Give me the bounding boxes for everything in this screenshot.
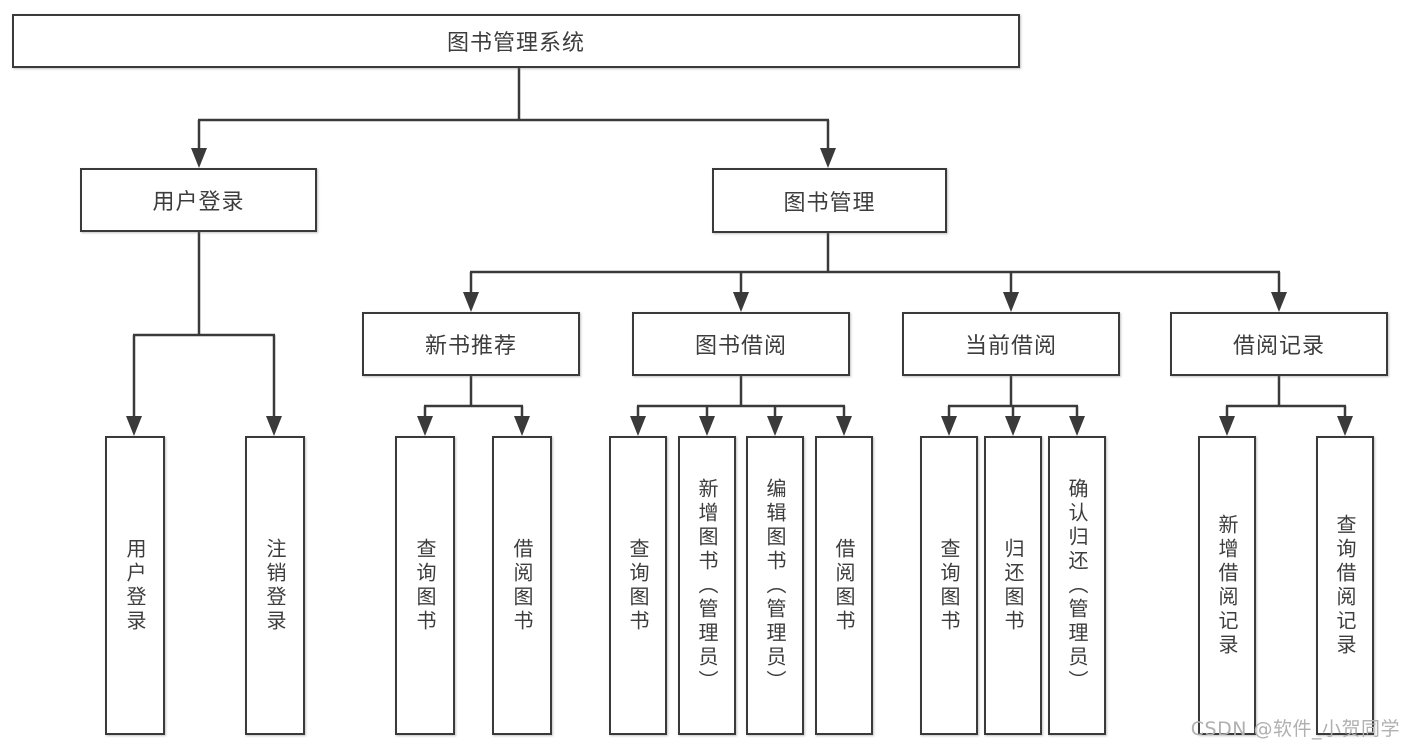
- node-new-book-recommend: 新书推荐: [362, 312, 580, 376]
- leaf-current-query-books: 查询图书: [920, 436, 978, 735]
- leaf-edit-books-admin: 编辑图书（管理员）: [746, 436, 804, 735]
- leaf-query-borrow-record: 查询借阅记录: [1316, 436, 1374, 735]
- arrowheads: [126, 148, 1353, 436]
- node-borrow-records: 借阅记录: [1170, 312, 1388, 376]
- leaf-borrow-books: 借阅图书: [815, 436, 873, 735]
- leaf-logout: 注销登录: [245, 436, 305, 735]
- leaf-confirm-return-admin: 确认归还（管理员）: [1048, 436, 1106, 735]
- leaf-recommend-query-books: 查询图书: [395, 436, 455, 735]
- leaf-user-login: 用户登录: [105, 436, 165, 735]
- node-root-library-system: 图书管理系统: [12, 14, 1020, 68]
- node-book-management: 图书管理: [712, 168, 947, 233]
- watermark: CSDN @软件_小贺同学: [1190, 718, 1400, 740]
- leaf-borrow-query-books: 查询图书: [609, 436, 667, 735]
- node-current-borrow: 当前借阅: [902, 312, 1120, 376]
- leaf-recommend-borrow-books: 借阅图书: [492, 436, 552, 735]
- leaf-add-books-admin: 新增图书（管理员）: [678, 436, 736, 735]
- leaf-add-borrow-record: 新增借阅记录: [1198, 436, 1256, 735]
- node-user-login: 用户登录: [80, 168, 317, 232]
- leaf-return-books: 归还图书: [984, 436, 1042, 735]
- node-book-borrow: 图书借阅: [632, 312, 850, 376]
